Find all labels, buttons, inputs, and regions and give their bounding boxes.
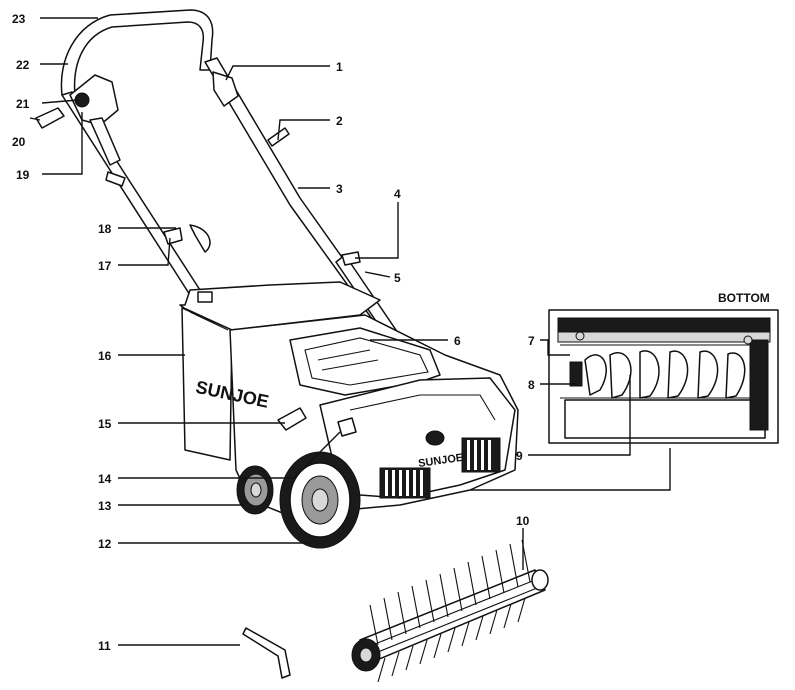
hex-key (242, 627, 291, 679)
callout-6: 6 (454, 334, 461, 348)
spare-tine-cylinder (351, 539, 549, 683)
callout-5: 5 (394, 271, 401, 285)
callout-7: 7 (528, 334, 535, 348)
callout-14: 14 (98, 472, 112, 486)
callout-16: 16 (98, 349, 112, 363)
callout-1: 1 (336, 60, 343, 74)
callout-11: 11 (98, 639, 111, 653)
callout-10: 10 (516, 514, 530, 528)
callout-4: 4 (394, 187, 401, 201)
callout-23: 23 (12, 12, 26, 26)
grass-bag (179, 281, 381, 461)
callout-19: 19 (16, 168, 30, 182)
leader-lines (29, 17, 671, 646)
callout-13: 13 (98, 499, 112, 513)
bottom-inset: BOTTOM (548, 291, 779, 444)
dethatcher-body: SUNJOE SUNJOE (194, 314, 519, 521)
callout-15: 15 (98, 417, 112, 431)
bottom-inset-label: BOTTOM (718, 291, 770, 305)
callout-20: 20 (12, 135, 26, 149)
callout-8: 8 (528, 378, 535, 392)
callout-2: 2 (336, 114, 343, 128)
callout-22: 22 (16, 58, 30, 72)
callout-17: 17 (98, 259, 112, 273)
callout-21: 21 (16, 97, 30, 111)
callout-3: 3 (336, 182, 343, 196)
callout-18: 18 (98, 222, 112, 236)
callout-12: 12 (98, 537, 112, 551)
callout-9: 9 (516, 449, 523, 463)
callout-numbers: 1 2 3 4 5 6 7 8 9 10 11 12 13 14 15 16 1… (12, 12, 535, 653)
